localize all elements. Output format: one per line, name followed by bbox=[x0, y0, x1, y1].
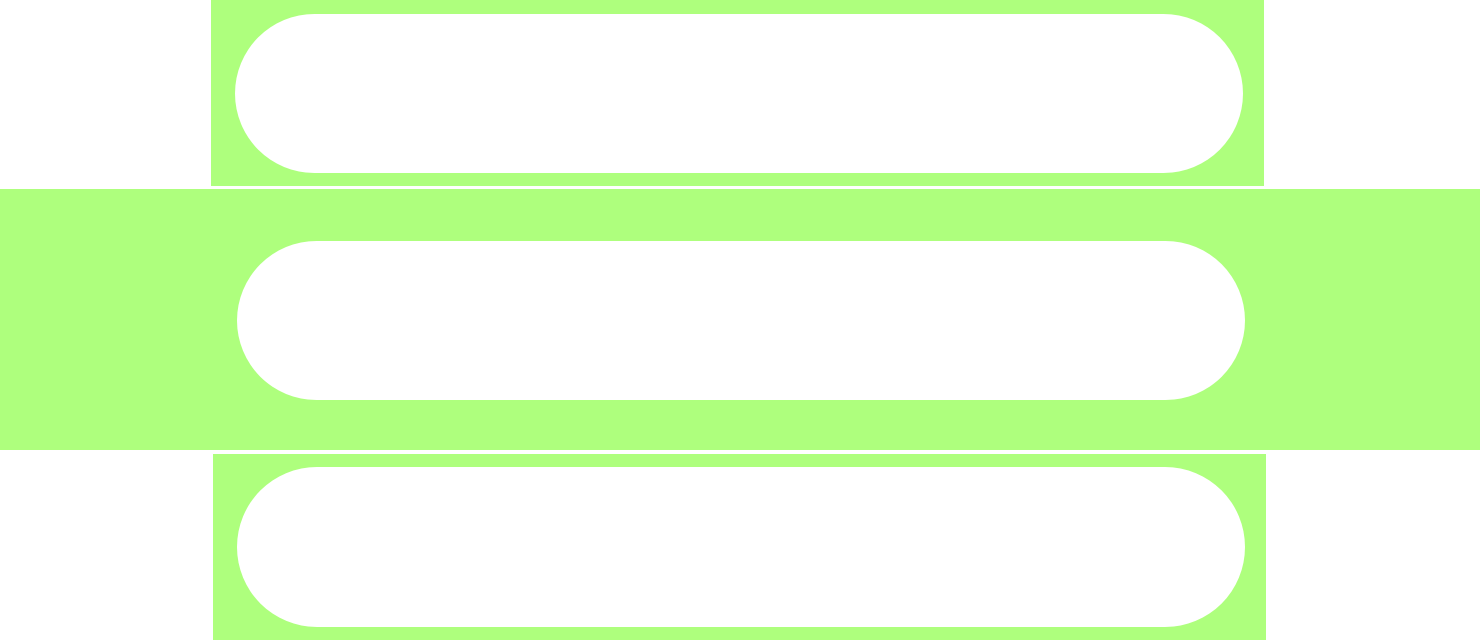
panel-middle-band bbox=[0, 189, 1480, 450]
pill-field-middle[interactable] bbox=[237, 241, 1245, 400]
pill-field-bottom[interactable] bbox=[237, 467, 1245, 627]
panel-bottom bbox=[213, 454, 1266, 640]
panel-top bbox=[211, 0, 1264, 186]
pill-field-top[interactable] bbox=[235, 14, 1243, 173]
